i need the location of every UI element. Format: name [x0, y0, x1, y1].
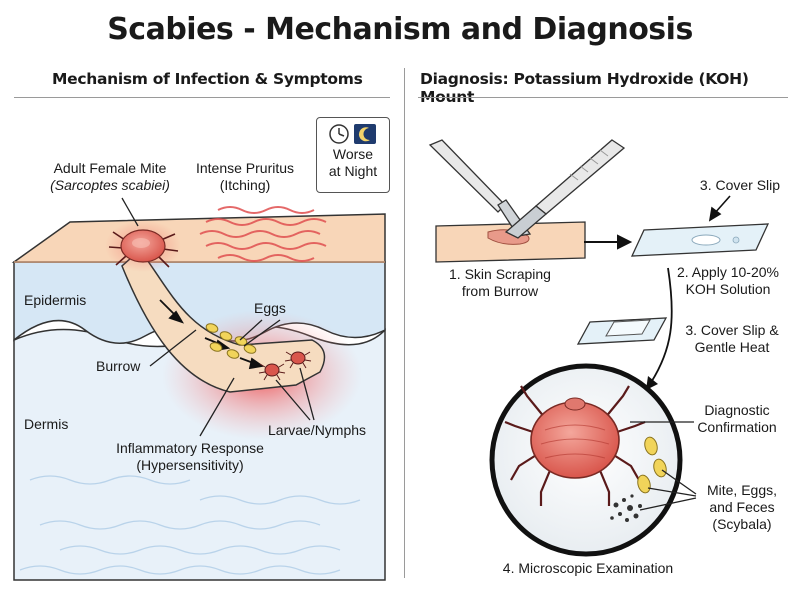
step-arrow-2-head	[646, 376, 658, 390]
larvae-nymphs	[258, 351, 312, 381]
page-title: Scabies - Mechanism and Diagnosis	[107, 12, 693, 47]
pruritus-label: Intense Pruritus (Itching)	[195, 160, 295, 193]
left-heading-divider	[14, 97, 390, 98]
mite-label: Adult Female Mite (Sarcoptes scabiei)	[50, 160, 170, 193]
adult-female-mite	[105, 220, 181, 272]
glass-slide-cover-slip	[576, 317, 668, 345]
step3-label: 3. Cover Slip & Gentle Heat	[685, 322, 779, 355]
inflammatory-label: Inflammatory Response (Hypersensitivity)	[116, 440, 264, 473]
pruritus-waves	[199, 206, 327, 262]
clock-icon	[329, 124, 349, 144]
cover-slip-top-label: 3. Cover Slip	[699, 177, 781, 193]
eggs-label: Eggs	[254, 300, 286, 316]
diagnostic-confirmation-label: Diagnostic Confirmation	[697, 402, 777, 435]
left-leader-lines	[121, 197, 315, 437]
night-label-line1: Worse	[332, 146, 374, 162]
step2-label: 2. Apply 10-20% KOH Solution	[677, 264, 779, 297]
right-heading-divider	[418, 97, 788, 98]
mite-eggs-feces-label: Mite, Eggs, and Feces (Scybala)	[706, 482, 778, 532]
cover-slip-arrow	[708, 195, 731, 222]
burrow-eggs	[205, 323, 257, 359]
larvae-label: Larvae/Nymphs	[268, 422, 367, 438]
panel-divider	[404, 68, 405, 578]
left-panel-heading: Mechanism of Infection & Symptoms	[52, 70, 363, 88]
burrow-tunnel	[121, 248, 326, 393]
epidermis-label: Epidermis	[24, 292, 87, 308]
dermis-label: Dermis	[24, 416, 69, 432]
step-arrow-2	[649, 267, 673, 385]
microscope-mite	[504, 385, 646, 506]
moon-icon	[354, 124, 376, 144]
step-arrow-1	[584, 234, 633, 250]
right-leader-lines	[630, 421, 697, 511]
step4-label: 4. Microscopic Examination	[502, 560, 674, 576]
microscope-feces	[610, 494, 642, 522]
burrow-label: Burrow	[96, 358, 141, 374]
glass-slide-koh	[630, 223, 770, 257]
worse-at-night-box: Worse at Night	[316, 117, 390, 193]
scalpel-icon	[428, 139, 626, 239]
skin-surface	[11, 213, 386, 263]
dermis-texture	[19, 475, 361, 575]
step1-label: 1. Skin Scraping from Burrow	[449, 266, 551, 299]
microscope-eggs	[637, 436, 667, 494]
night-label-line2: at Night	[328, 163, 378, 179]
